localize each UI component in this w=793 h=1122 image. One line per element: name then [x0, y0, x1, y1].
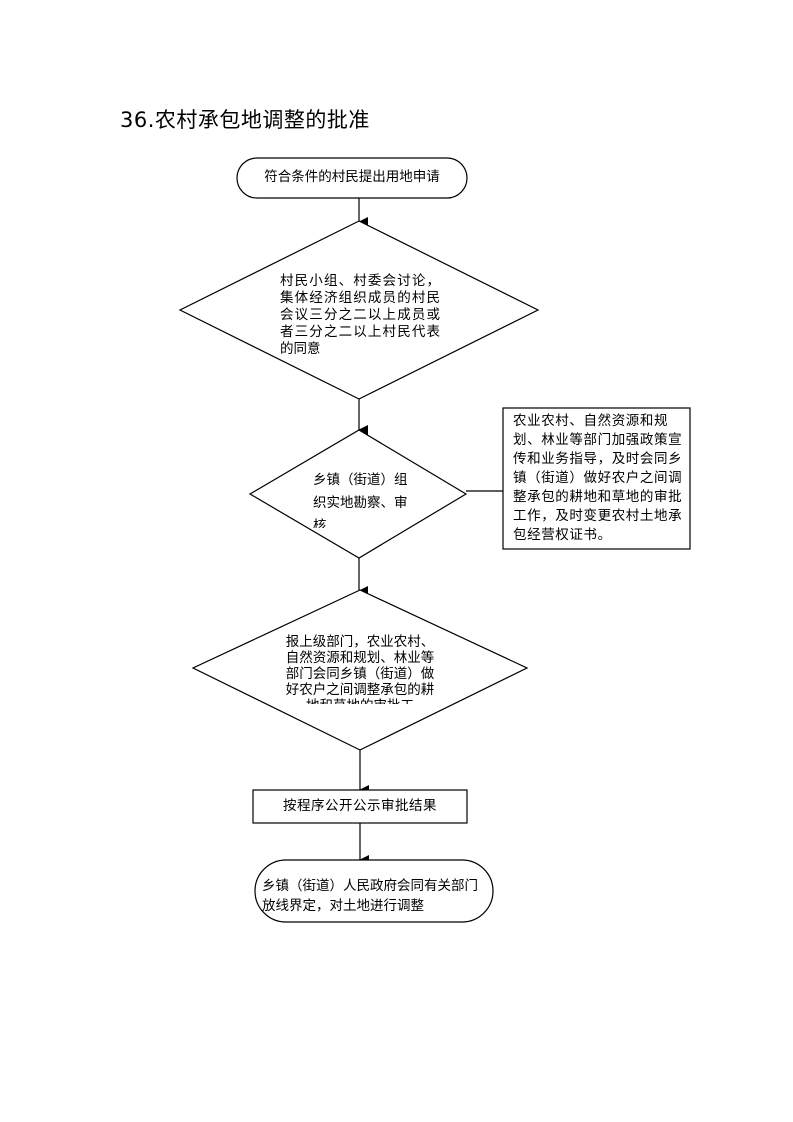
page-title: 36.农村承包地调整的批准 — [120, 108, 370, 132]
process-label: 按程序公开公示审批结果 — [283, 798, 437, 814]
side-note-label: 农业农村、自然资源和规划、林业等部门加强政策宣传和业务指导，及时会同乡镇（街道）… — [513, 413, 683, 543]
decision1-label: 村民小组、村委会讨论，集体经济组织成员的村民会议三分之二以上成员或者三分之二以上… — [280, 273, 440, 357]
end-label: 乡镇（街道）人民政府会同有关部门放线界定，对土地进行调整 — [262, 878, 478, 914]
start-terminal — [236, 157, 468, 199]
decision3-label: 报上级部门，农业农村、自然资源和规划、林业等部门会同乡镇（街道）做好农户之间调整… — [285, 634, 435, 704]
start-label: 符合条件的村民提出用地申请 — [264, 169, 440, 185]
decision2-label: 乡镇（街道）组织实地勘察、审核 — [313, 472, 408, 528]
end-terminal — [254, 859, 494, 923]
side-note-box — [502, 407, 691, 550]
